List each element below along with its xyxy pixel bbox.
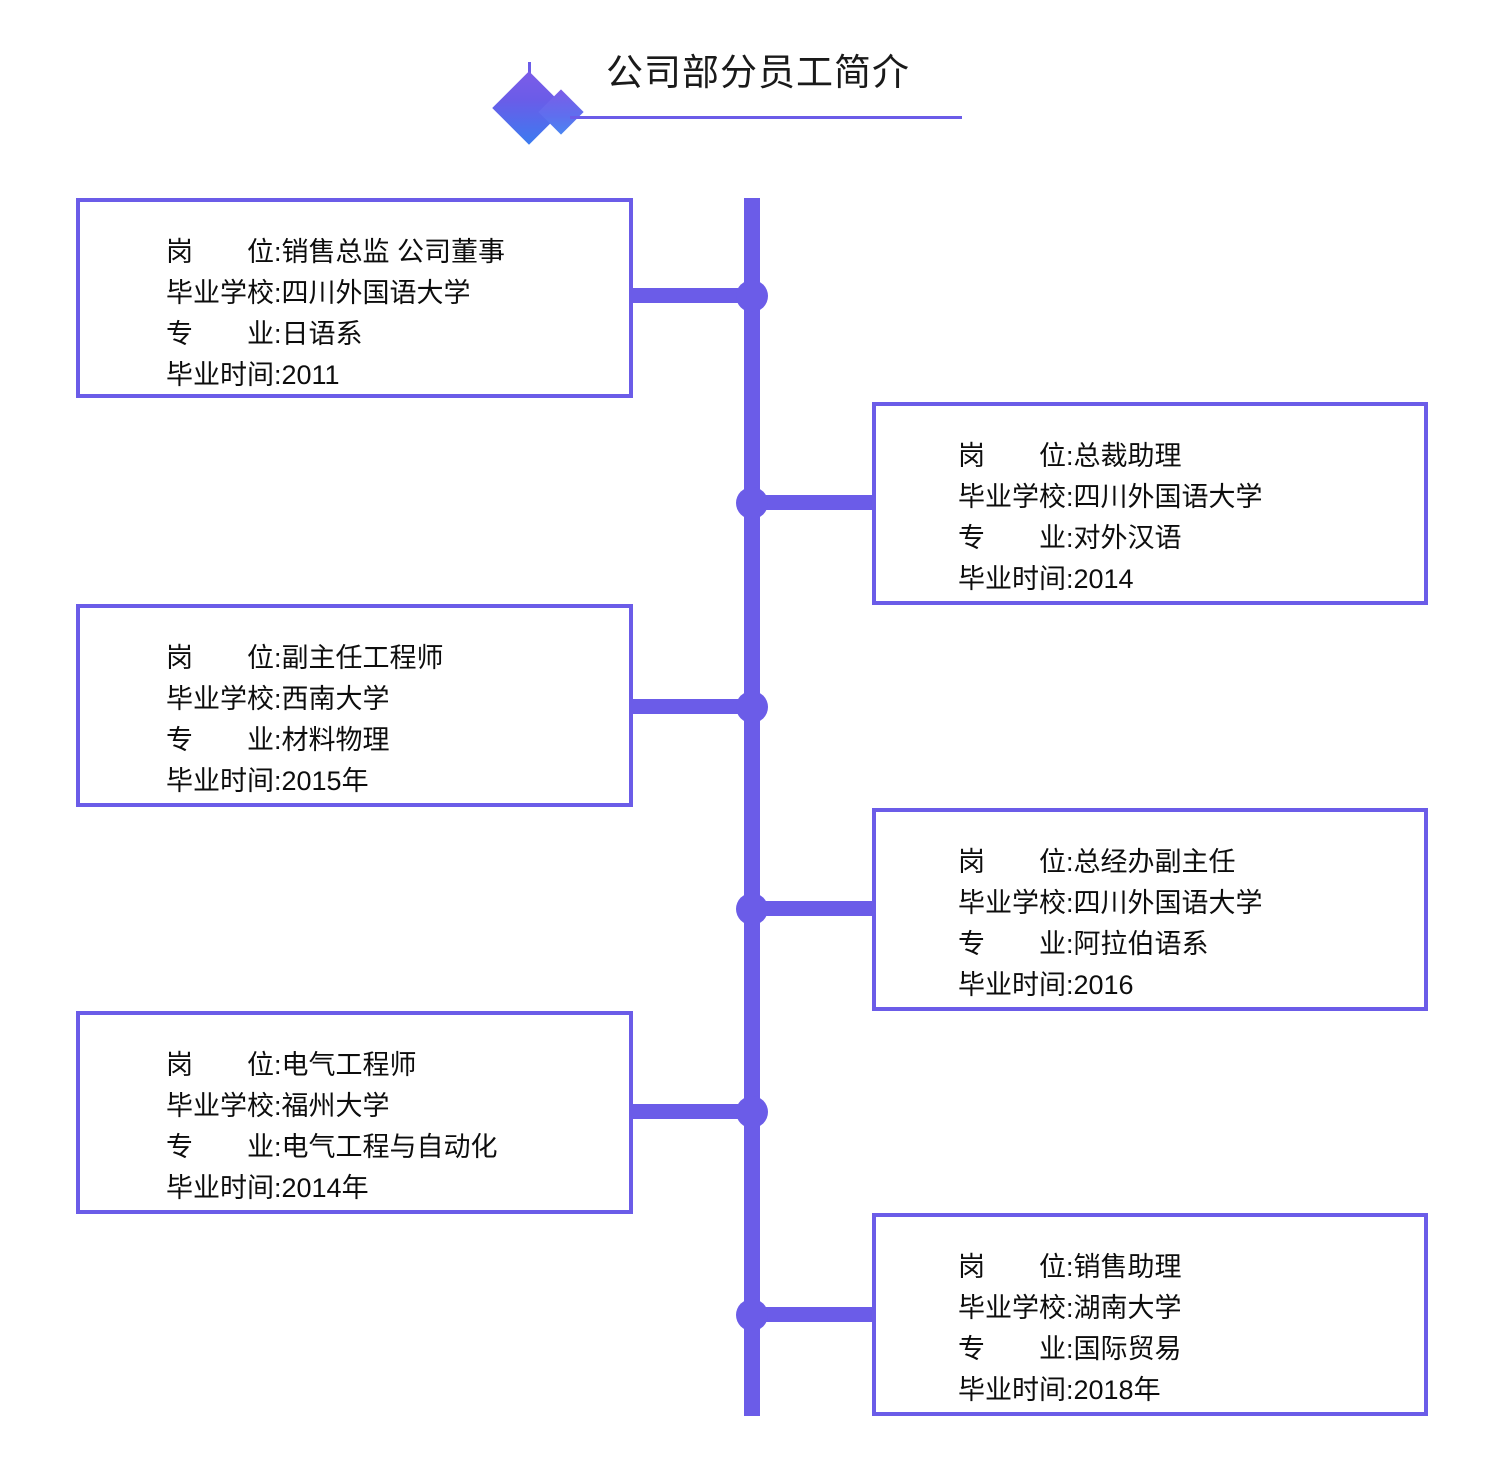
major-line: 专 业:阿拉伯语系 bbox=[958, 929, 1209, 959]
position-line: 岗 位:销售助理 bbox=[958, 1252, 1182, 1282]
school-line: 毕业学校:西南大学 bbox=[166, 684, 390, 714]
timeline-node[interactable] bbox=[736, 280, 768, 312]
connector-branch-3 bbox=[633, 699, 748, 714]
employee-card[interactable]: 岗 位:总裁助理 毕业学校:四川外国语大学 专 业:对外汉语 毕业时间:2014 bbox=[872, 402, 1428, 605]
position-line: 岗 位:销售总监 公司董事 bbox=[166, 237, 506, 267]
employee-card-body: 岗 位:电气工程师 毕业学校:福州大学 专 业:电气工程与自动化 毕业时间:20… bbox=[80, 1015, 629, 1209]
major-line: 专 业:对外汉语 bbox=[958, 523, 1182, 553]
employee-card-body: 岗 位:副主任工程师 毕业学校:西南大学 专 业:材料物理 毕业时间:2015年 bbox=[80, 608, 629, 802]
horizontal-rule-icon bbox=[570, 116, 962, 119]
employee-card[interactable]: 岗 位:销售助理 毕业学校:湖南大学 专 业:国际贸易 毕业时间:2018年 bbox=[872, 1213, 1428, 1416]
employee-card[interactable]: 岗 位:副主任工程师 毕业学校:西南大学 专 业:材料物理 毕业时间:2015年 bbox=[76, 604, 633, 807]
school-line: 毕业学校:四川外国语大学 bbox=[166, 278, 471, 308]
position-line: 岗 位:副主任工程师 bbox=[166, 643, 444, 673]
school-line: 毕业学校:四川外国语大学 bbox=[958, 888, 1263, 918]
graduation-line: 毕业时间:2016 bbox=[958, 970, 1134, 1000]
employee-card-body: 岗 位:总经办副主任 毕业学校:四川外国语大学 专 业:阿拉伯语系 毕业时间:2… bbox=[876, 812, 1424, 1006]
timeline-node[interactable] bbox=[736, 691, 768, 723]
major-line: 专 业:国际贸易 bbox=[958, 1334, 1182, 1364]
position-line: 岗 位:总经办副主任 bbox=[958, 847, 1236, 877]
school-line: 毕业学校:湖南大学 bbox=[958, 1293, 1182, 1323]
employee-card[interactable]: 岗 位:销售总监 公司董事 毕业学校:四川外国语大学 专 业:日语系 毕业时间:… bbox=[76, 198, 633, 398]
header: 公司部分员工简介 bbox=[0, 0, 1500, 170]
page-title: 公司部分员工简介 bbox=[606, 52, 910, 93]
position-line: 岗 位:总裁助理 bbox=[958, 441, 1182, 471]
major-line: 专 业:电气工程与自动化 bbox=[166, 1132, 498, 1162]
graduation-line: 毕业时间:2015年 bbox=[166, 766, 369, 796]
major-line: 专 业:日语系 bbox=[166, 319, 363, 349]
graduation-line: 毕业时间:2018年 bbox=[958, 1375, 1161, 1405]
graduation-line: 毕业时间:2011 bbox=[166, 360, 340, 390]
timeline-node[interactable] bbox=[736, 893, 768, 925]
employee-card-body: 岗 位:销售助理 毕业学校:湖南大学 专 业:国际贸易 毕业时间:2018年 bbox=[876, 1217, 1424, 1411]
timeline-spine bbox=[744, 198, 760, 1416]
timeline-node[interactable] bbox=[736, 1299, 768, 1331]
connector-branch-6 bbox=[752, 1307, 874, 1322]
connector-branch-1 bbox=[633, 288, 748, 303]
timeline-node[interactable] bbox=[736, 1096, 768, 1128]
connector-branch-4 bbox=[752, 901, 874, 916]
connector-branch-2 bbox=[752, 495, 874, 510]
graduation-line: 毕业时间:2014年 bbox=[166, 1173, 369, 1203]
timeline-node[interactable] bbox=[736, 487, 768, 519]
position-line: 岗 位:电气工程师 bbox=[166, 1050, 417, 1080]
employee-card[interactable]: 岗 位:总经办副主任 毕业学校:四川外国语大学 专 业:阿拉伯语系 毕业时间:2… bbox=[872, 808, 1428, 1011]
graduation-line: 毕业时间:2014 bbox=[958, 564, 1134, 594]
school-line: 毕业学校:福州大学 bbox=[166, 1091, 390, 1121]
connector-branch-5 bbox=[633, 1104, 748, 1119]
major-line: 专 业:材料物理 bbox=[166, 725, 390, 755]
employee-card-body: 岗 位:总裁助理 毕业学校:四川外国语大学 专 业:对外汉语 毕业时间:2014 bbox=[876, 406, 1424, 600]
employee-card[interactable]: 岗 位:电气工程师 毕业学校:福州大学 专 业:电气工程与自动化 毕业时间:20… bbox=[76, 1011, 633, 1214]
school-line: 毕业学校:四川外国语大学 bbox=[958, 482, 1263, 512]
employee-card-body: 岗 位:销售总监 公司董事 毕业学校:四川外国语大学 专 业:日语系 毕业时间:… bbox=[80, 202, 629, 396]
